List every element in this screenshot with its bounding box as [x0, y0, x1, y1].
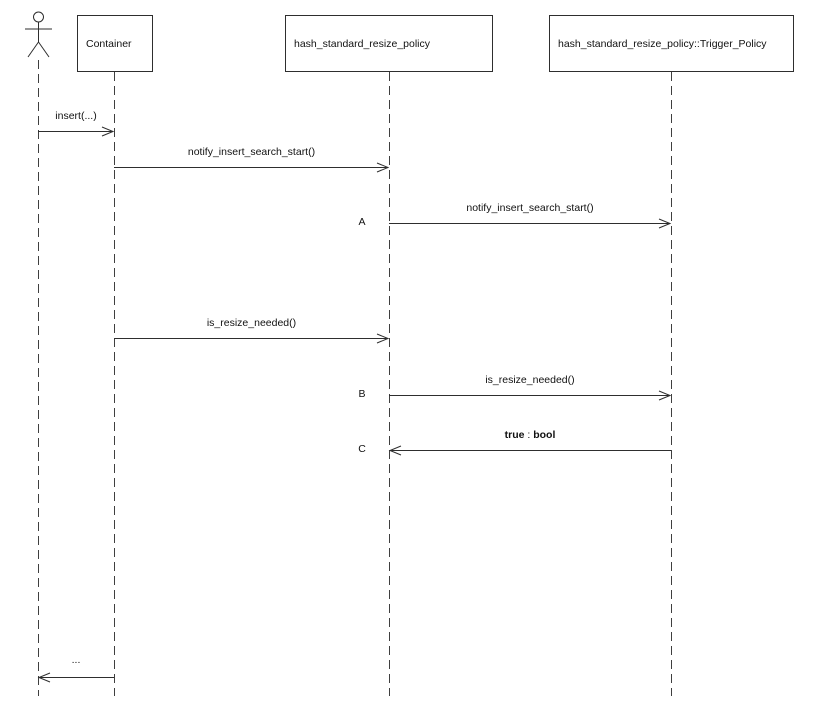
step-marker-b: B [358, 388, 366, 400]
actor-icon [25, 11, 52, 58]
message-arrow-notify-insert-search-start-1 [114, 162, 390, 173]
message-label-ellipsis: ... [71, 654, 81, 666]
message-label-insert: insert(...) [55, 110, 97, 122]
message-arrow-return-true-bool [388, 445, 671, 456]
participant-box-container: Container [77, 15, 153, 72]
message-arrow-is-resize-needed-1 [114, 333, 390, 344]
message-label-is-resize-needed-1: is_resize_needed() [206, 317, 297, 329]
participant-label-policy: hash_standard_resize_policy [294, 37, 431, 50]
participant-label-trigger-policy: hash_standard_resize_policy::Trigger_Pol… [558, 37, 767, 50]
return-value: true [504, 429, 525, 441]
return-separator: : [524, 429, 534, 441]
participant-box-policy: hash_standard_resize_policy [285, 15, 493, 72]
step-marker-a: A [358, 216, 366, 228]
message-label-notify-insert-search-1: notify_insert_search_start() [187, 146, 316, 158]
participant-box-trigger-policy: hash_standard_resize_policy::Trigger_Pol… [549, 15, 794, 72]
message-label-is-resize-needed-2: is_resize_needed() [485, 374, 575, 386]
message-arrow-insert [38, 126, 115, 137]
message-label-notify-insert-search-2: notify_insert_search_start() [466, 202, 594, 214]
participant-label-container: Container [86, 37, 132, 50]
return-type: bool [533, 429, 556, 441]
step-marker-c: C [358, 443, 366, 455]
message-arrow-is-resize-needed-2 [389, 390, 672, 401]
message-label-return-true-bool: true : bool [389, 427, 671, 443]
message-arrow-notify-insert-search-start-2 [389, 218, 672, 229]
message-arrow-return-ellipsis [37, 672, 114, 683]
